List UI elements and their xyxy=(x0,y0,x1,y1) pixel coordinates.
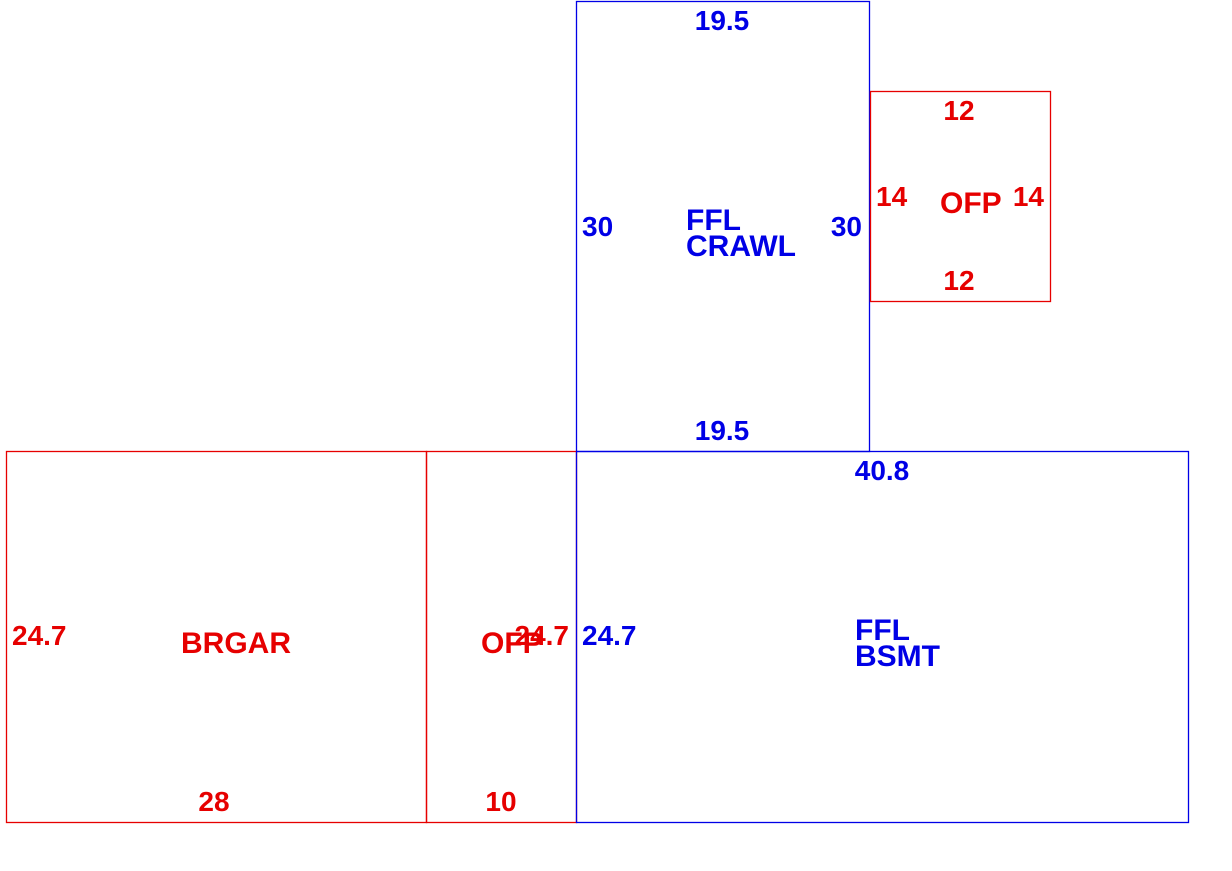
ofp-upper-outline xyxy=(869,90,1052,303)
ofp-lower-dim-right: 24.7 xyxy=(515,620,570,651)
bsmt-label-line1: FFL xyxy=(855,614,910,647)
bsmt-label-line2: BSMT xyxy=(855,640,940,673)
brgar-dim-left: 24.7 xyxy=(12,620,67,651)
bsmt-dim-left: 24.7 xyxy=(582,620,637,651)
brgar-dim-bottom: 28 xyxy=(198,786,229,817)
crawl-dim-right: 30 xyxy=(831,211,862,242)
ofp-lower-label: OFP xyxy=(481,627,543,660)
crawl-dim-left: 30 xyxy=(582,211,613,242)
crawl-label-line2: CRAWL xyxy=(686,230,796,263)
bsmt-area-outline xyxy=(575,450,1190,824)
ofp-upper-dim-left: 14 xyxy=(876,181,908,212)
ofp-lower-dim-bottom: 10 xyxy=(485,786,516,817)
ofp-upper-dim-right: 14 xyxy=(1013,181,1045,212)
crawl-dim-top: 19.5 xyxy=(695,5,750,36)
ofp-upper-label: OFP xyxy=(940,187,1002,220)
ofp-upper-dim-bottom: 12 xyxy=(943,265,974,296)
brgar-label: BRGAR xyxy=(181,627,291,660)
bsmt-dim-top: 40.8 xyxy=(855,455,910,486)
crawl-dim-bottom: 19.5 xyxy=(695,415,750,446)
ofp-upper-dim-top: 12 xyxy=(943,95,974,126)
crawl-label-line1: FFL xyxy=(686,204,741,237)
